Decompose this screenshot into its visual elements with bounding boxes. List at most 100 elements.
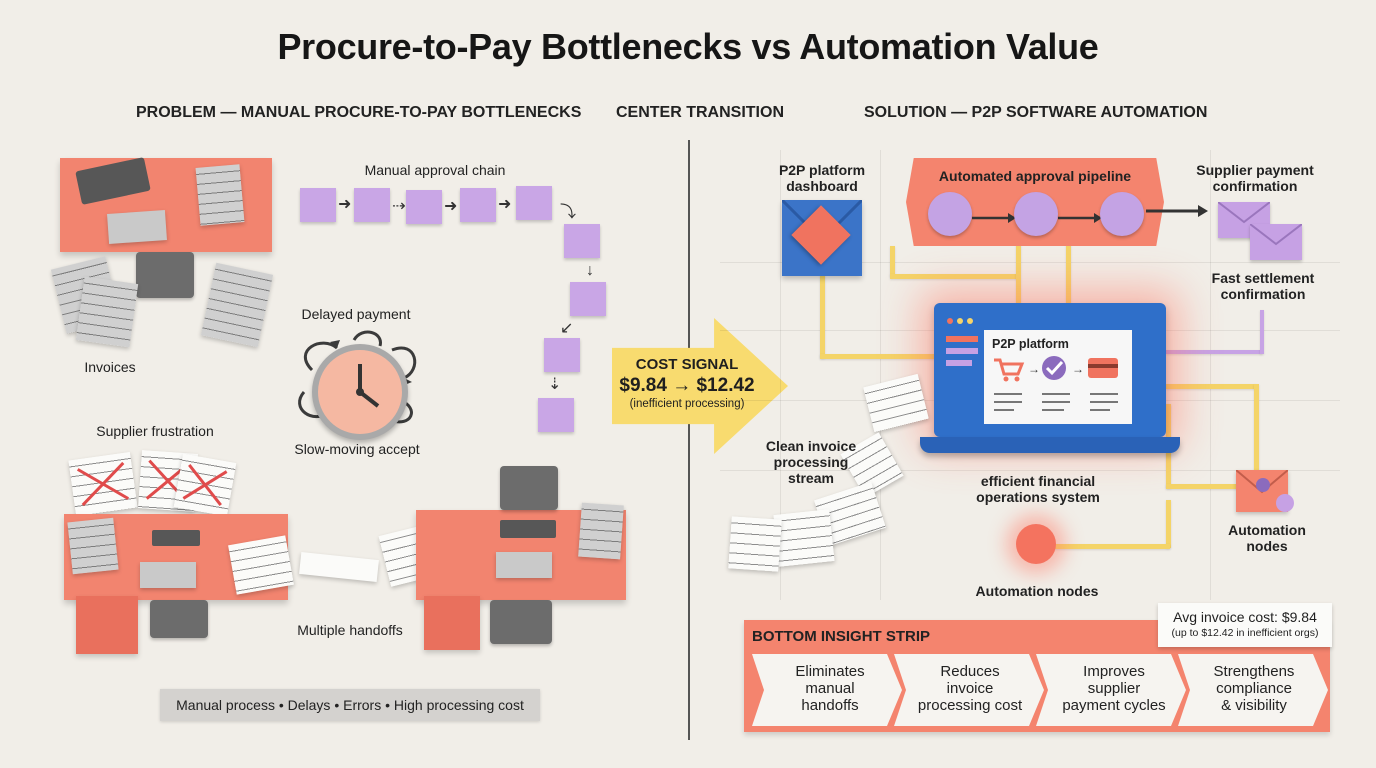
pipeline-node: [1100, 192, 1144, 236]
connector-wire: [1166, 350, 1262, 354]
insight-chevron: [1178, 654, 1328, 726]
center-divider: [688, 140, 690, 740]
insight-heading: BOTTOM INSIGHT STRIP: [752, 628, 931, 645]
clean-invoice-label: Clean invoice processing stream: [765, 438, 857, 486]
approval-note: [564, 224, 600, 258]
connector-wire: [820, 354, 936, 359]
connector-wire: [1166, 484, 1238, 489]
platform-label: P2P platform: [992, 337, 1069, 351]
multiple-handoffs-label: Multiple handoffs: [297, 622, 403, 638]
approval-note: [406, 190, 442, 224]
rejected-invoice-icon: [68, 451, 138, 517]
envelope-icon: [1249, 223, 1303, 260]
arrow-down-icon: ↓: [586, 262, 594, 279]
arrow-right-icon: ➜: [444, 198, 458, 215]
manual-chain-label: Manual approval chain: [364, 162, 506, 178]
cost-signal-value: $9.84 → $12.42: [619, 375, 755, 396]
connector-wire: [1066, 240, 1071, 304]
connector-wire: [1166, 500, 1171, 548]
insight-chevron: [752, 654, 902, 726]
paper-stack-icon: [67, 517, 119, 575]
workflow-icons: → →: [992, 354, 1126, 384]
supplier-confirmation-label: Supplier payment confirmation: [1196, 162, 1314, 194]
arrow-curve-icon: ↙: [560, 320, 574, 337]
connector-wire: [1050, 544, 1170, 549]
insight-chevron: [894, 654, 1044, 726]
arrow-right-icon: ➜: [498, 196, 512, 213]
efficient-system-label: efficient financial operations system: [976, 473, 1100, 505]
problem-heading: PROBLEM — MANUAL PROCURE-TO-PAY BOTTLENE…: [136, 104, 582, 121]
desk-monitor-icon: [500, 520, 556, 538]
approval-note: [516, 186, 552, 220]
grid-line: [720, 262, 1340, 263]
invoice-pile-icon: [75, 276, 139, 348]
approval-note: [354, 188, 390, 222]
node-dot-icon: [1256, 478, 1270, 492]
approval-note: [544, 338, 580, 372]
cost-signal: COST SIGNAL $9.84 → $12.42 (inefficient …: [612, 356, 762, 410]
flying-paper-icon: [299, 551, 379, 583]
automation-nodes-right-label: Automation nodes: [1228, 522, 1306, 554]
window-dots: [946, 312, 986, 324]
arrow-right-icon: ⇢: [392, 198, 406, 215]
invoice-paper-icon: [728, 516, 782, 572]
connector-wire: [890, 246, 895, 276]
grid-line: [1210, 150, 1211, 600]
handoff-paper-icon: [228, 535, 294, 595]
svg-text:→: →: [1072, 362, 1084, 376]
svg-text:→: →: [1028, 362, 1040, 376]
text-lines: [994, 390, 1124, 418]
invoices-label: Invoices: [84, 359, 136, 375]
dashboard-label: P2P platform dashboard: [778, 162, 866, 194]
invoice-paper-icon: [863, 373, 929, 433]
desk-monitor-icon: [152, 530, 200, 546]
invoice-pile-icon: [200, 262, 274, 348]
sidebar-bars: [946, 336, 978, 376]
connector-wire: [1254, 384, 1259, 480]
drawer-icon: [76, 596, 138, 654]
connector-wire: [1260, 310, 1264, 354]
arrow-curve-icon: ⤵: [560, 204, 577, 221]
office-chair-icon: [150, 600, 208, 638]
pipeline-node: [1014, 192, 1058, 236]
avg-cost-sub: (up to $12.42 in inefficient orgs): [1171, 627, 1319, 639]
solution-heading: SOLUTION — P2P SOFTWARE AUTOMATION: [864, 104, 1208, 121]
approval-note: [300, 188, 336, 222]
slow-accept-label: Slow-moving accept: [294, 441, 420, 457]
paper-stack-icon: [578, 502, 624, 560]
invoice-paper-icon: [773, 509, 835, 567]
cost-signal-note: (inefficient processing): [629, 398, 745, 410]
center-heading: CENTER TRANSITION: [616, 104, 784, 121]
connector-wire: [890, 274, 1018, 279]
connector-wire: [820, 274, 825, 358]
office-chair-icon: [490, 600, 552, 644]
approval-note: [570, 282, 606, 316]
cost-signal-title: COST SIGNAL: [635, 356, 739, 373]
fast-settlement-label: Fast settlement confirmation: [1211, 270, 1315, 302]
automation-node-icon: [1016, 524, 1056, 564]
laptop-base: [920, 437, 1180, 453]
problem-footer-strip: Manual process • Delays • Errors • High …: [160, 689, 540, 721]
pipeline-label: Automated approval pipeline: [938, 168, 1132, 184]
avg-cost-main: Avg invoice cost: $9.84: [1173, 609, 1317, 625]
arrow-right-icon: ➜: [338, 196, 352, 213]
keyboard-icon: [107, 210, 167, 244]
avg-cost-note: Avg invoice cost: $9.84 (up to $12.42 in…: [1158, 603, 1332, 647]
arrow-right-icon: [1058, 210, 1102, 223]
keyboard-icon: [140, 562, 196, 588]
arrow-right-icon: [1146, 204, 1208, 217]
paper-stack-icon: [195, 164, 245, 226]
approval-note: [460, 188, 496, 222]
grid-line: [720, 470, 1340, 471]
connector-wire: [1016, 240, 1021, 304]
keyboard-icon: [496, 552, 552, 578]
page-title: Procure-to-Pay Bottlenecks vs Automation…: [277, 26, 1099, 67]
office-chair-icon: [500, 466, 558, 510]
grid-line: [780, 150, 781, 600]
connector-wire: [1166, 384, 1256, 389]
rejected-invoice-icon: [173, 453, 237, 517]
